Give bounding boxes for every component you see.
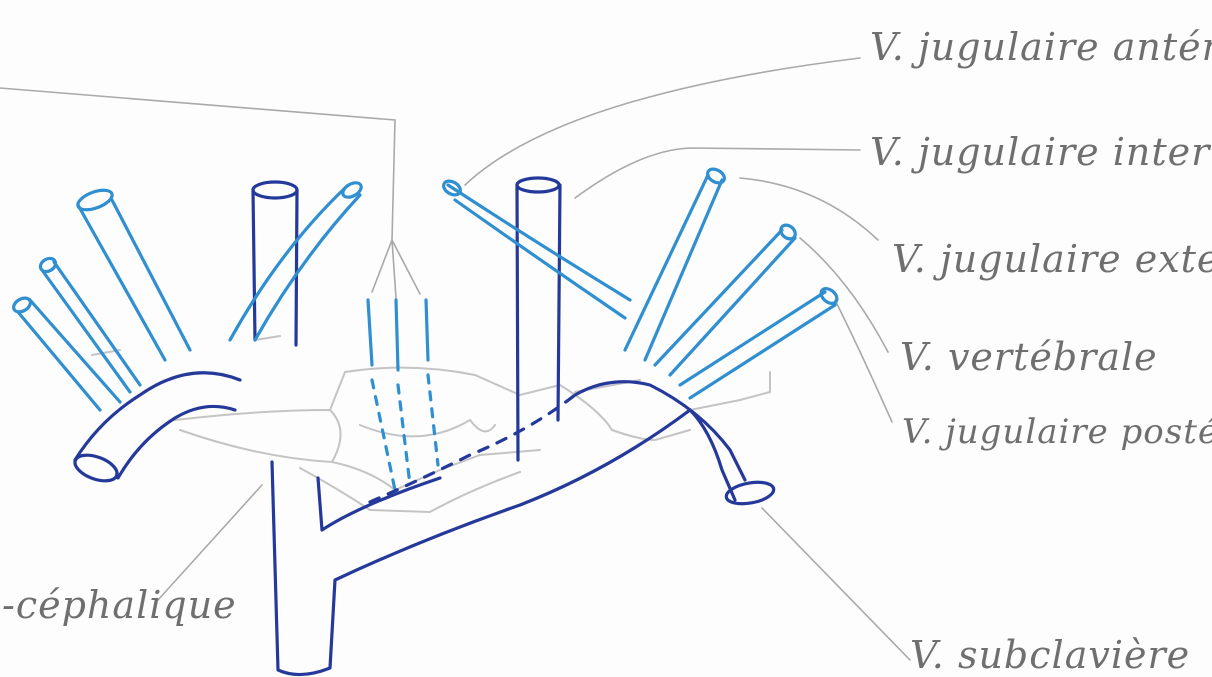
label-jugulaire-anterieure: V. jugulaire antérieur	[870, 25, 1212, 69]
left-branch-1-opening	[11, 295, 33, 314]
label-jugulaire-externe: V. jugulaire externe	[892, 237, 1212, 281]
central-vessel-3-dashed	[428, 375, 438, 465]
right-posterior-jugular	[680, 292, 835, 398]
left-branch-2	[42, 262, 140, 392]
central-vessel-3	[426, 300, 428, 360]
central-vessels	[368, 300, 575, 502]
gray-trunk-left	[175, 410, 341, 462]
label-jugulaire-interne: V. jugulaire interne	[870, 130, 1212, 174]
left-branch-2-opening	[38, 256, 58, 274]
leader-line-vertebrale	[800, 238, 888, 352]
label-cephalique: -céphalique	[2, 583, 237, 627]
leader-line-posterieure	[835, 300, 892, 422]
right-anterior-jugular	[448, 185, 630, 318]
central-vessel-1	[368, 300, 372, 365]
left-subclavian-arch	[75, 373, 240, 478]
left-vein-group	[11, 180, 363, 486]
label-vertebrale: V. vertébrale	[900, 335, 1158, 379]
gray-center-lower	[332, 450, 540, 490]
right-vein-group	[441, 166, 840, 507]
left-branch-3-opening	[75, 186, 114, 213]
leader-line-externe	[740, 178, 878, 240]
leader-line-anterieure	[465, 58, 860, 185]
leader-line-fan-1	[372, 240, 392, 292]
right-posterior-jugular-opening	[818, 286, 840, 307]
label-subclaviere: V. subclavière	[910, 633, 1190, 677]
labels: V. jugulaire antérieur V. jugulaire inte…	[2, 25, 1212, 677]
leader-line-subclaviere	[762, 508, 910, 660]
leader-lines	[0, 58, 910, 660]
trunk-group	[272, 178, 690, 675]
gray-right-trunk	[575, 372, 770, 410]
right-internal-jugular-opening	[517, 178, 559, 192]
left-branch-3	[78, 200, 190, 360]
leader-line-fan-2	[392, 240, 396, 298]
central-vessel-2	[396, 300, 398, 370]
right-vertebral	[655, 230, 795, 375]
right-external-jugular-opening	[705, 166, 727, 185]
label-jugulaire-posterieure: V. jugulaire postérieure	[902, 412, 1212, 452]
right-subclavian-arch	[575, 382, 745, 500]
leader-line-top-left	[0, 88, 395, 240]
gray-center-box	[330, 368, 690, 440]
left-internal-jugular-opening	[253, 182, 297, 198]
left-subclavian-opening	[72, 450, 121, 486]
leader-line-fan-3	[392, 240, 420, 294]
